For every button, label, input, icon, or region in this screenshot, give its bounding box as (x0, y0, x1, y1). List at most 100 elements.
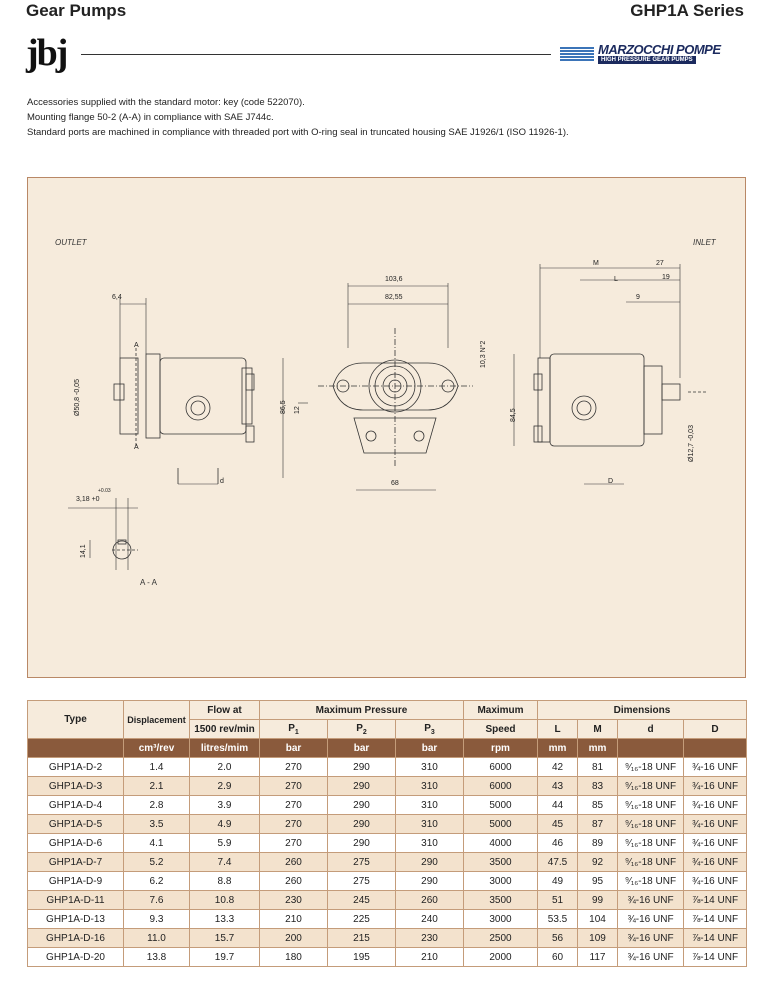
table-cell: 275 (327, 852, 396, 872)
table-cell: 81 (577, 757, 618, 777)
table-cell: 210 (259, 909, 328, 929)
table-cell: 290 (327, 776, 396, 796)
table-cell: ⁹⁄₁₆-18 UNF (617, 776, 684, 796)
table-cell: 42 (537, 757, 578, 777)
table-cell: 19.7 (189, 947, 260, 967)
dim-3-18-tol: +0.03 (98, 488, 111, 494)
unit-m: mm (577, 738, 618, 758)
table-cell: 310 (395, 757, 464, 777)
table-cell: 290 (395, 871, 464, 891)
table-cell: GHP1A-D-4 (27, 795, 124, 815)
header-type: Type (27, 700, 124, 739)
table-cell: 4.1 (123, 833, 190, 853)
table-cell: 2.0 (189, 757, 260, 777)
dim-l: L (614, 276, 618, 283)
table-cell: 95 (577, 871, 618, 891)
table-cell: 56 (537, 928, 578, 948)
table-cell: GHP1A-D-13 (27, 909, 124, 929)
table-cell: 260 (395, 890, 464, 910)
inlet-side-view (513, 264, 708, 485)
table-cell: 51 (537, 890, 578, 910)
dim-84-5: 84,5 (510, 408, 517, 422)
dim-10-3: 10,3 N°2 (480, 340, 487, 368)
table-cell: 13.3 (189, 909, 260, 929)
table-cell: ⅞-14 UNF (683, 947, 747, 967)
table-cell: 6000 (463, 776, 538, 796)
table-cell: 290 (327, 814, 396, 834)
table-cell: 310 (395, 776, 464, 796)
dim-86-5: 86,5 (280, 400, 287, 414)
dim-12: 12 (294, 406, 301, 414)
table-cell: ¾-16 UNF (683, 757, 747, 777)
table-cell: 245 (327, 890, 396, 910)
table-cell: 99 (577, 890, 618, 910)
table-cell: ¾-16 UNF (617, 947, 684, 967)
table-cell: 5000 (463, 795, 538, 815)
table-cell: 3500 (463, 890, 538, 910)
table-cell: 117 (577, 947, 618, 967)
table-cell: 4000 (463, 833, 538, 853)
table-cell: 49 (537, 871, 578, 891)
jbj-logo: jbj (26, 32, 68, 74)
table-cell: 290 (327, 757, 396, 777)
header-max-pressure: Maximum Pressure (259, 700, 464, 720)
table-cell: 3000 (463, 909, 538, 929)
header-speed: Speed (463, 719, 538, 739)
marzocchi-stripes-icon (560, 47, 594, 61)
table-cell: GHP1A-D-5 (27, 814, 124, 834)
table-cell: 215 (327, 928, 396, 948)
table-cell: GHP1A-D-9 (27, 871, 124, 891)
dim-12-7: Ø12,7 -0,03 (688, 425, 695, 462)
specifications-table: Type Displacement Flow at Maximum Pressu… (27, 700, 747, 967)
table-cell: ¾-16 UNF (683, 852, 747, 872)
table-cell: 270 (259, 833, 328, 853)
intro-text: Accessories supplied with the standard m… (27, 95, 569, 140)
table-cell: 44 (537, 795, 578, 815)
table-cell: 260 (259, 871, 328, 891)
table-cell: 2500 (463, 928, 538, 948)
table-cell: 1.4 (123, 757, 190, 777)
unit-d-large (683, 738, 747, 758)
table-cell: 310 (395, 833, 464, 853)
unit-displacement: cm³/rev (123, 738, 190, 758)
table-cell: 270 (259, 814, 328, 834)
table-cell: 2.8 (123, 795, 190, 815)
unit-p1: bar (259, 738, 328, 758)
table-cell: GHP1A-D-16 (27, 928, 124, 948)
section-label: A - A (140, 578, 157, 587)
unit-type (27, 738, 124, 758)
table-cell: GHP1A-D-11 (27, 890, 124, 910)
series-title: GHP1A Series (630, 1, 744, 20)
header-p3: P3 (395, 719, 464, 739)
outlet-label: OUTLET (55, 238, 87, 247)
table-cell: ¾-16 UNF (683, 795, 747, 815)
table-cell: 8.8 (189, 871, 260, 891)
table-cell: 260 (259, 852, 328, 872)
header-dimensions: Dimensions (537, 700, 747, 720)
header-displacement: Displacement (123, 700, 190, 739)
marzocchi-logo-text: MARZOCCHI POMPE (598, 42, 721, 57)
table-cell: GHP1A-D-6 (27, 833, 124, 853)
dim-9: 9 (636, 294, 640, 301)
table-cell: 60 (537, 947, 578, 967)
table-cell: 195 (327, 947, 396, 967)
unit-p2: bar (327, 738, 396, 758)
intro-line: Standard ports are machined in complianc… (27, 127, 569, 138)
table-cell: 5.2 (123, 852, 190, 872)
dim-68: 68 (391, 480, 399, 487)
unit-p3: bar (395, 738, 464, 758)
table-cell: ⅞-14 UNF (683, 909, 747, 929)
dim-103-6: 103,6 (385, 276, 403, 283)
table-cell: 10.8 (189, 890, 260, 910)
table-cell: ¾-16 UNF (683, 871, 747, 891)
dim-82-55: 82,55 (385, 294, 403, 301)
section-aa-view (68, 498, 138, 570)
table-cell: GHP1A-D-20 (27, 947, 124, 967)
table-cell: 230 (395, 928, 464, 948)
table-cell: 85 (577, 795, 618, 815)
unit-speed: rpm (463, 738, 538, 758)
